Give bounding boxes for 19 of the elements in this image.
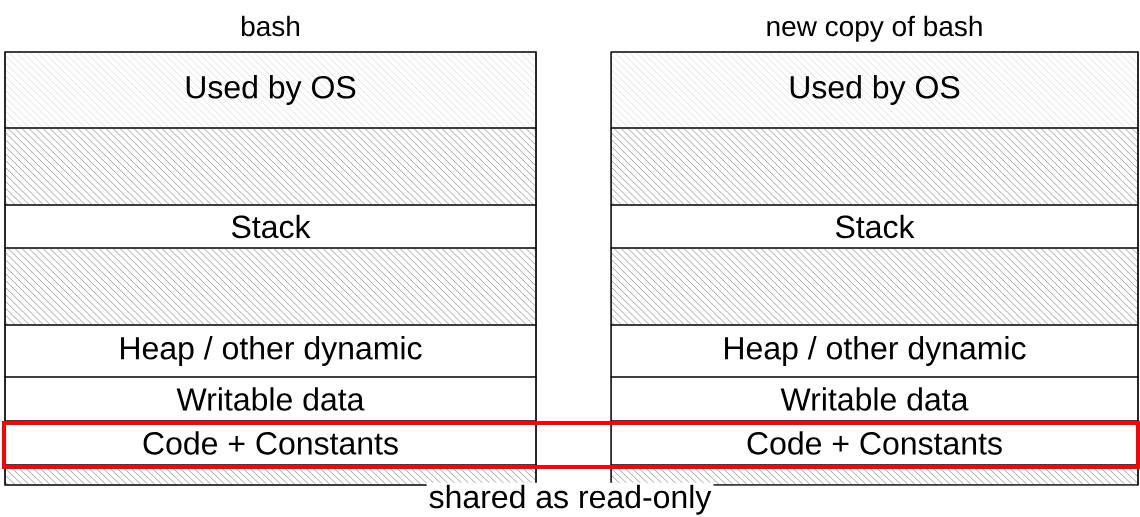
hatched-band bbox=[610, 247, 1139, 326]
memory-segment: Stack bbox=[4, 204, 537, 249]
node-label: shared as read-only bbox=[429, 484, 712, 515]
memory-segment: Stack bbox=[610, 204, 1139, 249]
memory-segment: Used by OS bbox=[610, 51, 1139, 129]
memory-segment: Writable data bbox=[4, 376, 537, 422]
hatched-band bbox=[4, 247, 537, 326]
hatched-band bbox=[4, 127, 537, 206]
memory-segment: Code + Constants bbox=[610, 420, 1139, 466]
memory-segment: Used by OS bbox=[4, 51, 537, 129]
memory-segment: Heap / other dynamic bbox=[610, 324, 1139, 378]
memory-segment: Heap / other dynamic bbox=[4, 324, 537, 378]
node-label: bash bbox=[241, 15, 300, 37]
memory-segment: Writable data bbox=[610, 376, 1139, 422]
hatched-band bbox=[610, 127, 1139, 206]
node-label: new copy of bash bbox=[767, 15, 982, 42]
hatched-band bbox=[610, 464, 1139, 486]
hatched-band bbox=[4, 464, 537, 486]
memory-segment: Code + Constants bbox=[4, 420, 537, 466]
